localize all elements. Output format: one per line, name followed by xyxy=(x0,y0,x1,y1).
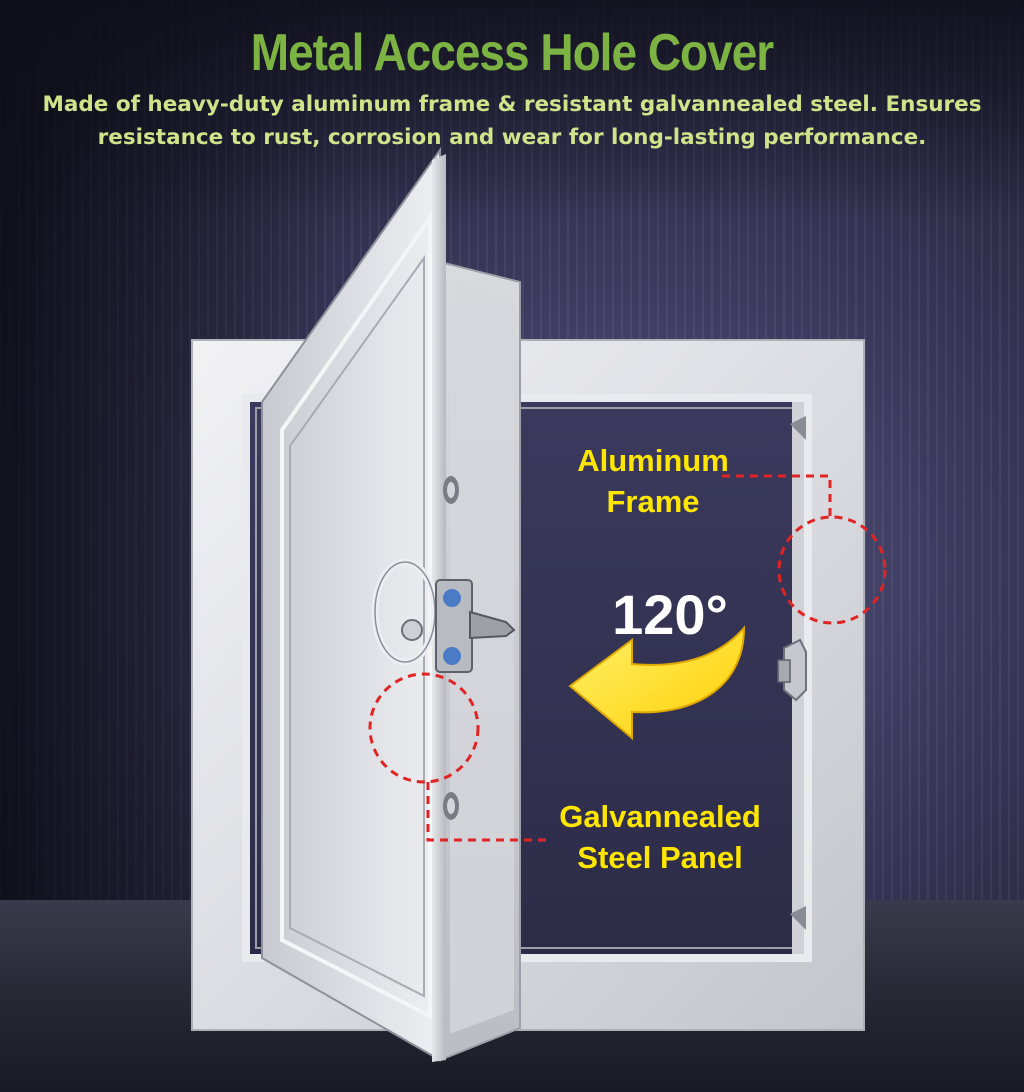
callout-frame-line1: Aluminum xyxy=(577,443,729,478)
callout-panel-line2: Steel Panel xyxy=(577,840,743,875)
page-title: Metal Access Hole Cover xyxy=(250,23,774,82)
aluminum-frame-callout: Aluminum Frame xyxy=(548,440,758,522)
callout-frame-line2: Frame xyxy=(606,484,700,519)
steel-panel-callout: Galvannealed Steel Panel xyxy=(530,796,790,878)
background-top-shade xyxy=(0,0,1024,220)
galvannealed-steel-panel xyxy=(261,146,446,1062)
cam-latch xyxy=(435,579,516,673)
hinge-pins xyxy=(443,476,459,820)
dashed-circle-icon xyxy=(722,474,887,625)
door-panel-back xyxy=(439,260,521,1062)
page-subtitle: Made of heavy-duty aluminum frame & resi… xyxy=(42,92,982,150)
opening-angle-label: 120° xyxy=(612,583,728,646)
curved-arrow-left-icon xyxy=(568,625,746,741)
callout-panel-line1: Galvannealed xyxy=(559,799,761,834)
panel-highlight-circle xyxy=(368,672,548,842)
